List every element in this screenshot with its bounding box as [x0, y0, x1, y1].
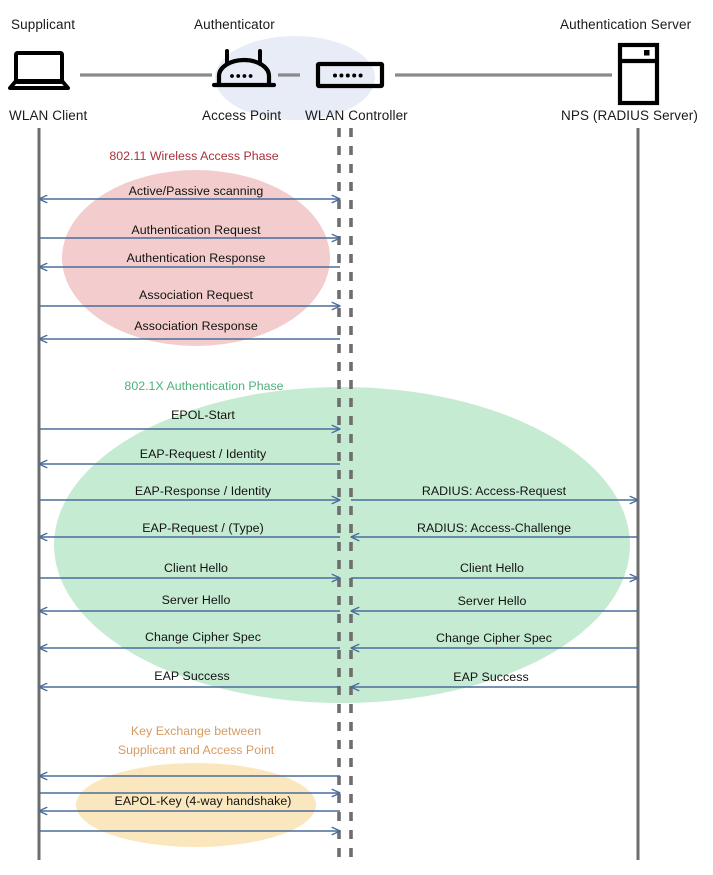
phase-80211-title: 802.11 Wireless Access Phase: [109, 149, 279, 163]
authenticator-group-blob: [215, 36, 375, 120]
message-label: Authentication Response: [126, 251, 266, 265]
wlan-controller-icon: [315, 61, 385, 89]
phase-keyexchange-ellipse: [76, 763, 316, 847]
actor-role-authentication-server: Authentication Server: [560, 17, 692, 32]
message-label: Server Hello: [457, 594, 527, 608]
message-label: Association Response: [134, 319, 258, 333]
actor-role-authenticator: Authenticator: [194, 17, 275, 32]
message-label: EPOL-Start: [171, 408, 235, 422]
message-label: EAP-Response / Identity: [134, 484, 272, 498]
message-label: EAPOL-Key (4-way handshake): [114, 794, 292, 808]
phase-80211-ellipse: [62, 170, 330, 346]
actor-device-wlan-client: WLAN Client: [9, 108, 88, 123]
actor-device-access-point: Access Point: [202, 108, 282, 123]
phase-8021x-title: 802.1X Authentication Phase: [124, 379, 284, 393]
server-icon: [617, 42, 660, 106]
message-label: RADIUS: Access-Challenge: [416, 521, 572, 535]
message-label: Change Cipher Spec: [145, 630, 261, 644]
actor-device-nps-radius-server: NPS (RADIUS Server): [561, 108, 698, 123]
message-label: Client Hello: [460, 561, 524, 575]
message-label: EAP-Request / (Type): [142, 521, 264, 535]
actor-role-supplicant: Supplicant: [11, 17, 76, 32]
message-label: EAP Success: [453, 670, 529, 684]
message-label: Client Hello: [164, 561, 228, 575]
message-label: Change Cipher Spec: [436, 631, 552, 645]
actor-device-wlan-controller: WLAN Controller: [305, 108, 408, 123]
access-point-icon: [211, 49, 277, 88]
message-label: Authentication Request: [131, 223, 261, 237]
message-label: Association Request: [139, 288, 253, 302]
phase-8021x-ellipse: [54, 387, 630, 703]
message-label: Active/Passive scanning: [128, 184, 264, 198]
message-label: RADIUS: Access-Request: [421, 484, 567, 498]
laptop-icon: [8, 51, 70, 90]
message-label: EAP-Request / Identity: [139, 447, 267, 461]
message-label: Server Hello: [161, 593, 231, 607]
message-label: EAP Success: [154, 669, 230, 683]
